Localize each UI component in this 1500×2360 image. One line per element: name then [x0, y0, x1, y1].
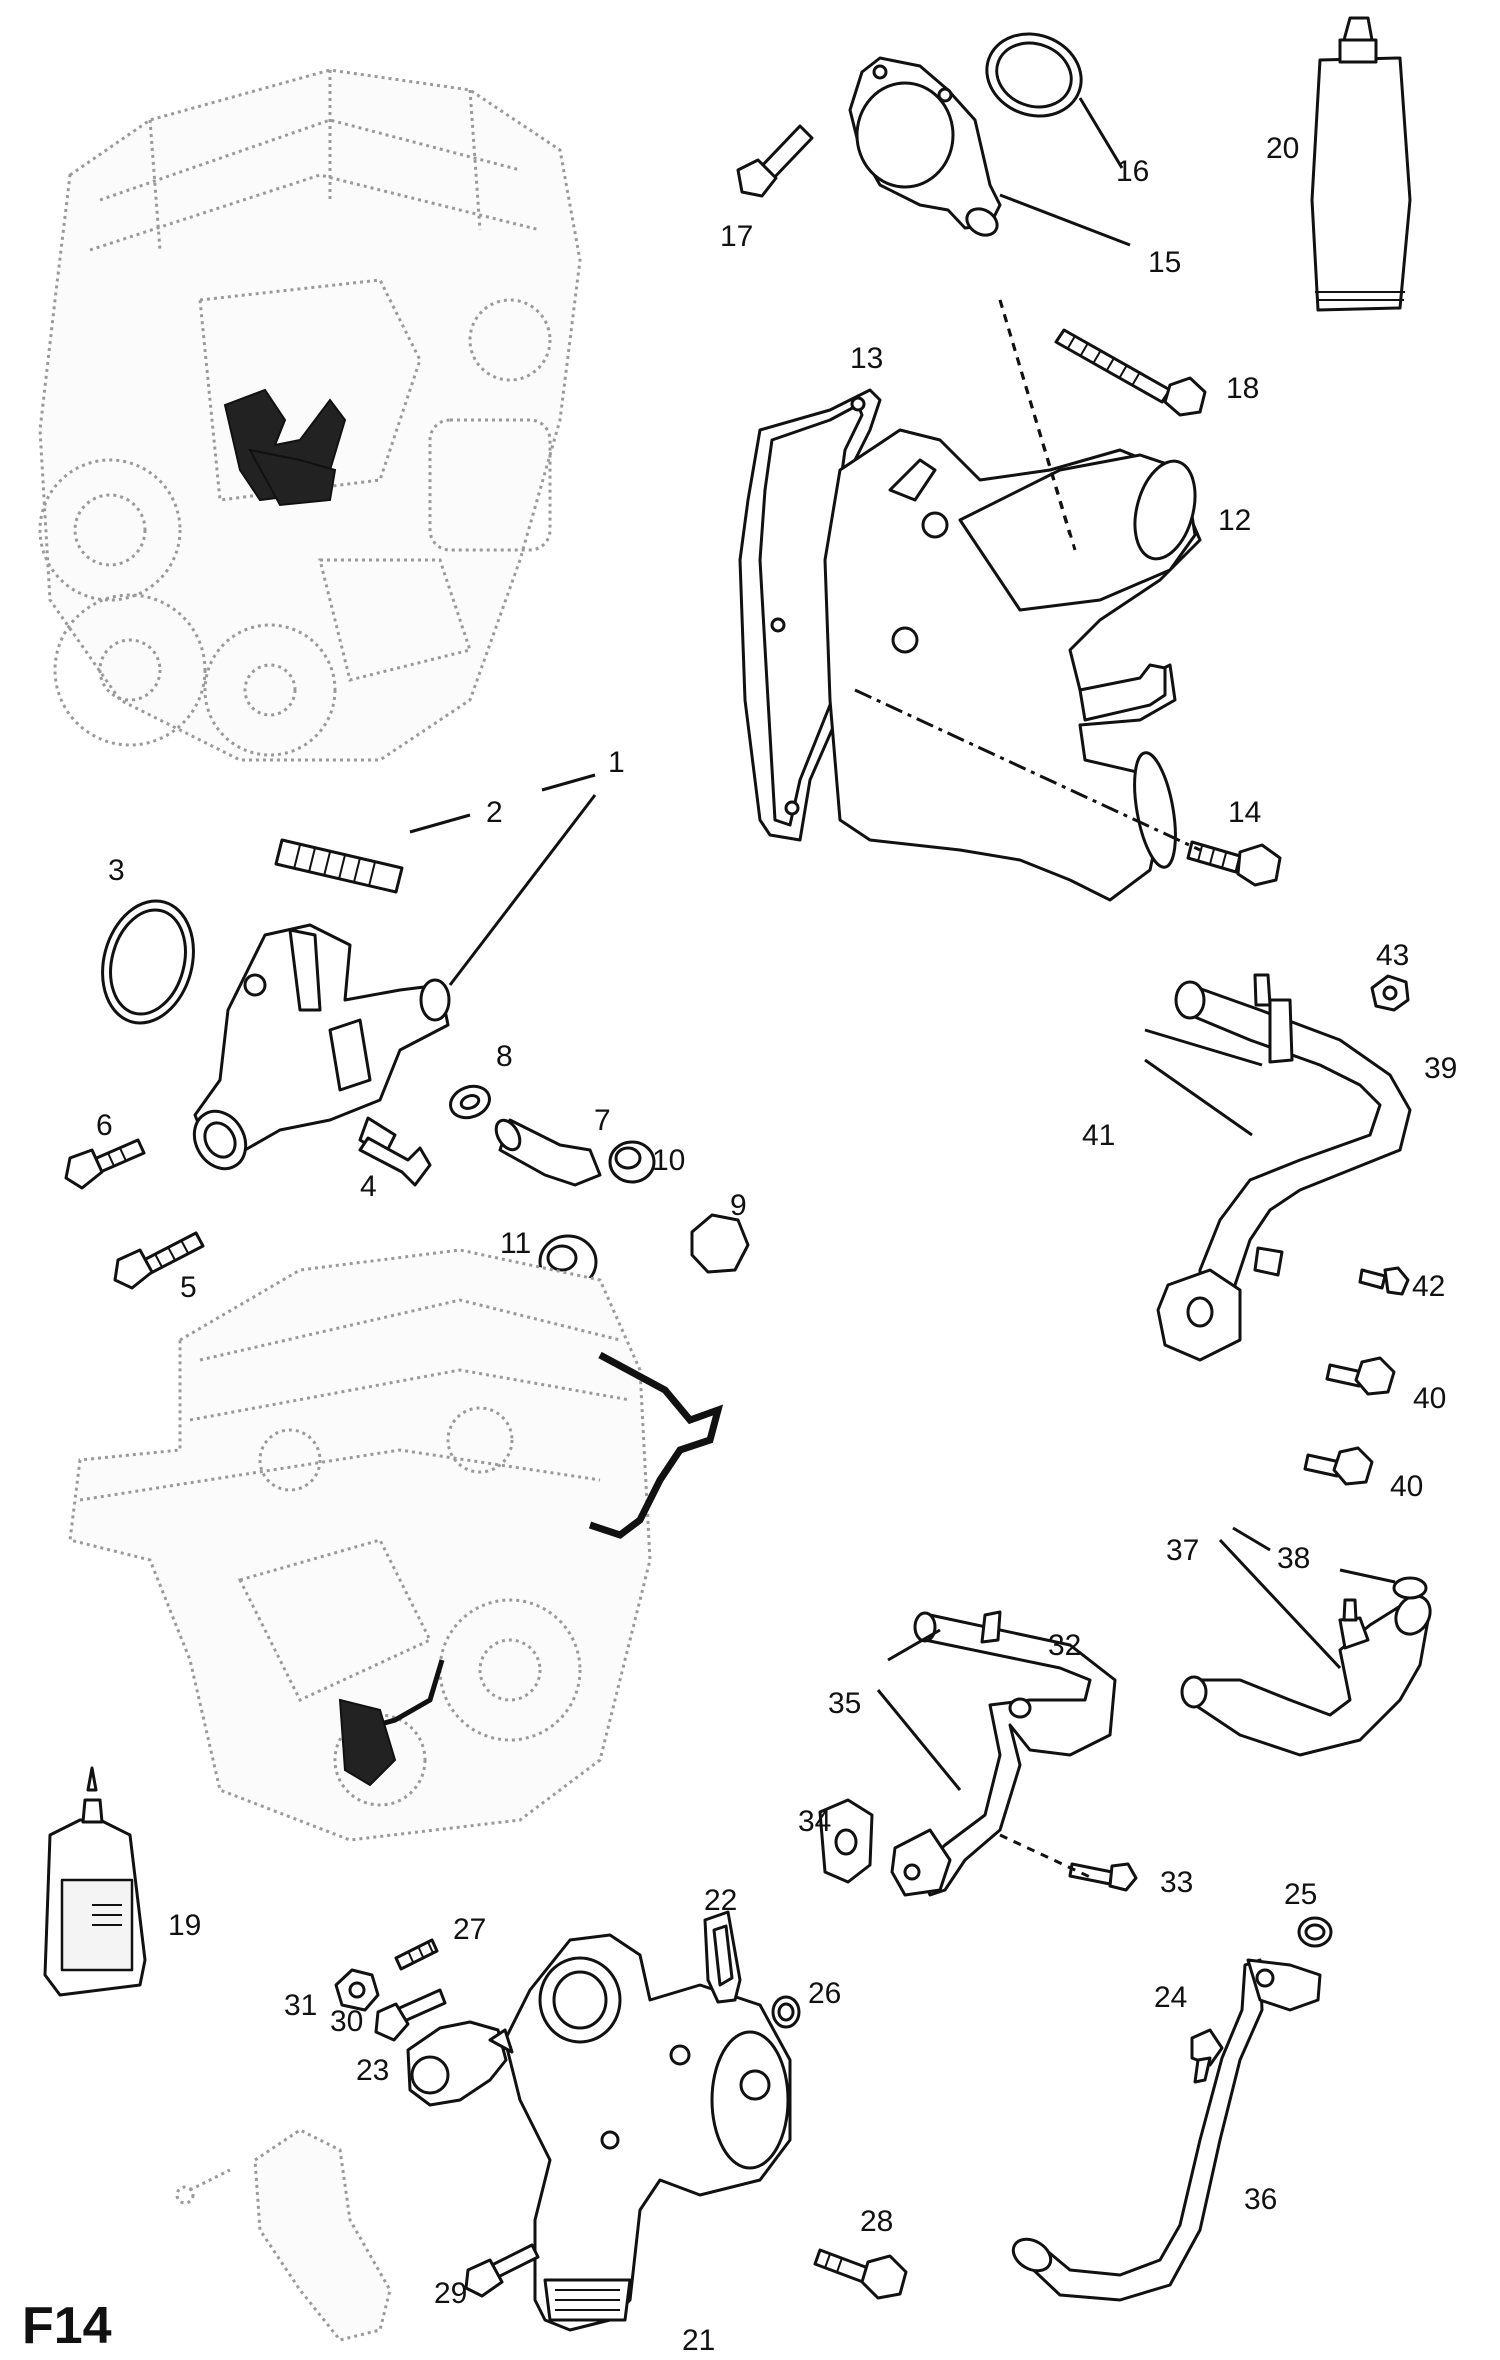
part-40-bolt-lower [1303, 1446, 1374, 1486]
part-17-bolt [736, 124, 814, 198]
pipe-location-highlight [338, 1351, 724, 1787]
engine-top-illustration [38, 68, 582, 762]
callout-39: 39 [1424, 1052, 1457, 1085]
part-30-bolt [374, 1988, 447, 2042]
callout-7: 7 [594, 1104, 611, 1137]
callout-25: 25 [1284, 1878, 1317, 1911]
part-33-bolt [1068, 1862, 1138, 1892]
part-43-nut [1370, 974, 1410, 1012]
callout-33: 33 [1160, 1866, 1193, 1899]
part-1-thermostat-housing [192, 923, 451, 1171]
part-32-coolant-pipe [890, 1610, 1117, 1897]
part-24-bolt [1190, 2028, 1224, 2084]
part-7-sensor [494, 1118, 602, 1187]
callout-14: 14 [1228, 796, 1261, 829]
part-15-outlet-cover [848, 56, 1002, 237]
part-20-sealant-tube [1310, 16, 1412, 312]
callout-37: 37 [1166, 1534, 1199, 1567]
part-27-stud [394, 1938, 439, 1971]
callout-15: 15 [1148, 246, 1181, 279]
part-37-hose [1180, 1594, 1432, 1757]
callout-35: 35 [828, 1687, 861, 1720]
callout-12: 12 [1218, 504, 1251, 537]
callout-27: 27 [453, 1913, 486, 1946]
callout-43: 43 [1376, 939, 1409, 972]
callout-41: 41 [1082, 1119, 1115, 1152]
part-8-washer [449, 1084, 491, 1120]
callout-11: 11 [500, 1227, 531, 1260]
callout-26: 26 [808, 1977, 841, 2010]
part-34-gasket [818, 1798, 874, 1884]
part-38-ring [1392, 1576, 1428, 1600]
part-9-cap [690, 1213, 750, 1274]
callout-23: 23 [356, 2054, 389, 2087]
figure-label: F14 [22, 2297, 112, 2355]
part-2-stud [274, 838, 404, 894]
callout-6: 6 [96, 1109, 113, 1142]
thermostat-location-highlight [223, 388, 347, 507]
callout-42: 42 [1412, 1270, 1445, 1303]
callout-3: 3 [108, 854, 125, 887]
part-6-bolt [64, 1138, 146, 1190]
part-40-bolt-upper [1325, 1356, 1396, 1396]
callout-38: 38 [1277, 1542, 1310, 1575]
callout-31: 31 [284, 1989, 317, 2022]
callout-20: 20 [1266, 132, 1299, 165]
leader-lines [409, 97, 1396, 1879]
part-3-o-ring [101, 899, 195, 1025]
part-22-gasket [703, 1910, 742, 2004]
part-4-bolt [358, 1116, 432, 1187]
callout-5: 5 [180, 1271, 197, 1304]
callout-32: 32 [1048, 1629, 1081, 1662]
callout-34: 34 [798, 1805, 831, 1838]
callout-17: 17 [720, 220, 753, 253]
callout-10: 10 [652, 1144, 685, 1177]
callout-4: 4 [360, 1170, 377, 1203]
callout-40a: 40 [1413, 1382, 1446, 1415]
callout-29: 29 [434, 2277, 467, 2310]
engine-middle-illustration [68, 1248, 724, 1842]
part-12-coolant-housing [823, 428, 1202, 902]
callout-21: 21 [682, 2324, 715, 2357]
part-36-pipe [1011, 1958, 1322, 2302]
callout-40b: 40 [1390, 1470, 1423, 1503]
callout-13: 13 [850, 342, 883, 375]
callout-labels: 1 2 3 4 5 6 7 8 9 10 11 12 13 14 15 16 1… [22, 132, 1457, 2357]
callout-9: 9 [730, 1189, 747, 1222]
callout-8: 8 [496, 1040, 513, 1073]
callout-30: 30 [330, 2005, 363, 2038]
callout-16: 16 [1116, 155, 1149, 188]
callout-2: 2 [486, 796, 503, 829]
part-16-o-ring [985, 32, 1083, 118]
part-26-seal [771, 1995, 801, 2029]
part-28-bolt [813, 2248, 908, 2300]
part-31-nut [334, 1968, 380, 2012]
ghost-fitting [175, 2128, 392, 2342]
part-10-washer [608, 1140, 656, 1184]
callout-19: 19 [168, 1909, 201, 1942]
callout-22: 22 [704, 1884, 737, 1917]
callout-36: 36 [1244, 2183, 1277, 2216]
part-23-sensor [406, 2020, 514, 2107]
part-29-bolt [464, 2243, 540, 2298]
callout-24: 24 [1154, 1981, 1187, 2014]
part-19-bottle [43, 1766, 147, 1997]
part-42-bolt [1358, 1266, 1410, 1296]
part-21-oil-filter-housing [503, 1933, 792, 2332]
part-39-pipe [1156, 973, 1412, 1362]
part-14-bolt [1186, 840, 1282, 887]
part-5-bolt [113, 1231, 205, 1290]
callout-28: 28 [860, 2205, 893, 2238]
callout-1: 1 [608, 746, 625, 779]
callout-18: 18 [1226, 372, 1259, 405]
part-18-bolt [1054, 328, 1207, 417]
part-25-washer [1297, 1916, 1333, 1948]
